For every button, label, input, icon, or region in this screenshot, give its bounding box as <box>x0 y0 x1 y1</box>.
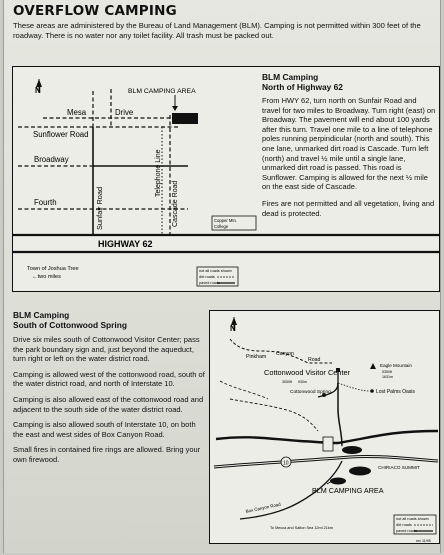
lost-palms-trail <box>337 382 371 392</box>
vc-elev-m: 930m <box>298 380 307 384</box>
aqueduct-inner <box>215 434 439 448</box>
legend1-note: not all roads shown <box>199 269 232 273</box>
south-p2: Camping is allowed west of the cottonwoo… <box>13 369 205 389</box>
legend2-paved: paved roads <box>396 529 417 533</box>
camp-label: BLM CAMPING AREA <box>128 88 196 95</box>
college-label-2: College <box>214 224 229 229</box>
legend2-note: not all roads shown <box>396 517 429 521</box>
visitor-center-icon <box>336 368 340 372</box>
south-title-2: South of Cottonwood Spring <box>13 320 127 330</box>
town-distance: ←two miles <box>32 274 61 280</box>
cascade-label: Cascade Road <box>172 181 179 227</box>
south-p1: Drive six miles south of Cottonwood Visi… <box>13 335 200 364</box>
revision-label: rev 11/95 <box>416 539 431 543</box>
south-p4: Camping is also allowed south of Interst… <box>13 420 196 439</box>
legend2-dirt: dirt roads <box>396 523 412 527</box>
box-canyon-road <box>239 460 343 520</box>
north-map-svg: N BLM CAMPING AREA Mesa D <box>13 79 439 287</box>
camp-area-south-blob <box>330 477 346 485</box>
south-title-1: BLM Camping <box>13 310 70 320</box>
spring-label: Cottonwood Spring <box>290 389 331 395</box>
town-label: Town of Joshua Tree <box>27 266 79 272</box>
cottonwood-road <box>337 383 343 448</box>
vc-elev: 3050ft <box>282 380 292 384</box>
north-camping-description: BLM Camping North of Highway 62 From HWY… <box>262 72 436 218</box>
north-title-1: BLM Camping <box>262 72 319 82</box>
north-highway-map: N BLM CAMPING AREA Mesa D <box>12 66 440 292</box>
college-label-1: Copper Mtn. <box>214 218 237 223</box>
fourth-label: Fourth <box>34 198 57 207</box>
northwest-dirt-trail <box>219 380 269 400</box>
drive-label: Drive <box>115 108 133 117</box>
interstate-number: 10 <box>283 461 289 467</box>
cottonwood-map: N Pinkham Canyon Road Cottonwood Visitor… <box>209 310 440 544</box>
park-boundary-sign <box>322 436 334 452</box>
north-arrow-icon <box>36 79 42 93</box>
camp-area-north-blob <box>342 446 362 454</box>
eagle-elev-m: 1631m <box>382 375 393 379</box>
camp-area-east-blob <box>349 466 371 476</box>
chiriaco-label: CHIRIACO SUMMIT <box>378 465 420 470</box>
sunflower-label: Sunflower Road <box>33 130 88 139</box>
mecca-label: To Mecca and Salton Sea 12mi 21km <box>270 526 333 530</box>
eagle-mountain-icon <box>370 363 376 369</box>
north-label-2: N <box>230 324 236 333</box>
pinkham-label-2: Canyon <box>276 351 294 357</box>
visitor-center-label: Cottonwood Visitor Center <box>264 368 351 377</box>
map2-legend <box>393 514 437 535</box>
eagle-label: Eagle Mountain <box>380 363 412 368</box>
cottonwood-map-svg: N Pinkham Canyon Road Cottonwood Visitor… <box>213 317 439 543</box>
telephone-label: Telephone Line <box>155 149 162 197</box>
intro-text: These areas are administered by the Bure… <box>13 21 421 40</box>
eagle-elev: 5350ft <box>382 370 392 374</box>
west-dirt-trail <box>229 398 319 432</box>
south-p5: Small fires in contained fire rings are … <box>13 445 201 464</box>
lost-palms-label: Lost Palms Oasis <box>376 389 415 395</box>
interstate-10-median <box>213 455 439 468</box>
page-title: OVERFLOW CAMPING <box>13 3 177 19</box>
north-title-2: North of Highway 62 <box>262 82 343 92</box>
aqueduct <box>215 429 439 445</box>
spring-icon <box>322 393 326 397</box>
camping-area-block <box>172 113 198 124</box>
interstate-shield-icon <box>280 456 292 468</box>
north-directions: From HWY 62, turn north on Sunfair Road … <box>262 96 436 192</box>
south-p3: Camping is also allowed east of the cott… <box>13 394 204 414</box>
legend1-dirt: dirt roads <box>199 275 215 279</box>
north-label: N <box>35 86 41 95</box>
north-fires-note: Fires are not permitted and all vegetati… <box>262 198 435 218</box>
lost-palms-icon <box>370 389 374 393</box>
camp-pointer-2 <box>326 480 333 485</box>
college-box <box>211 215 257 231</box>
pinkham-label-1: Pinkham <box>246 354 266 360</box>
map1-legend <box>196 266 239 287</box>
camp-label-2: BLM CAMPING AREA <box>312 486 384 495</box>
sunfair-label: Sunfair Road <box>95 187 104 230</box>
highway-label: HIGHWAY 62 <box>98 239 153 249</box>
legend1-paved: paved roads <box>199 281 220 285</box>
broadway-label: Broadway <box>34 155 69 164</box>
north-arrow-2-icon <box>231 317 237 331</box>
mesa-label: Mesa <box>67 108 87 117</box>
south-camping-description: BLM Camping South of Cottonwood Spring D… <box>13 310 208 465</box>
pinkham-canyon-road <box>229 338 332 364</box>
overflow-camping-sheet: OVERFLOW CAMPING These areas are adminis… <box>3 0 441 553</box>
pinkham-label-3: Road <box>308 357 321 363</box>
camp-arrow-icon <box>172 106 178 111</box>
